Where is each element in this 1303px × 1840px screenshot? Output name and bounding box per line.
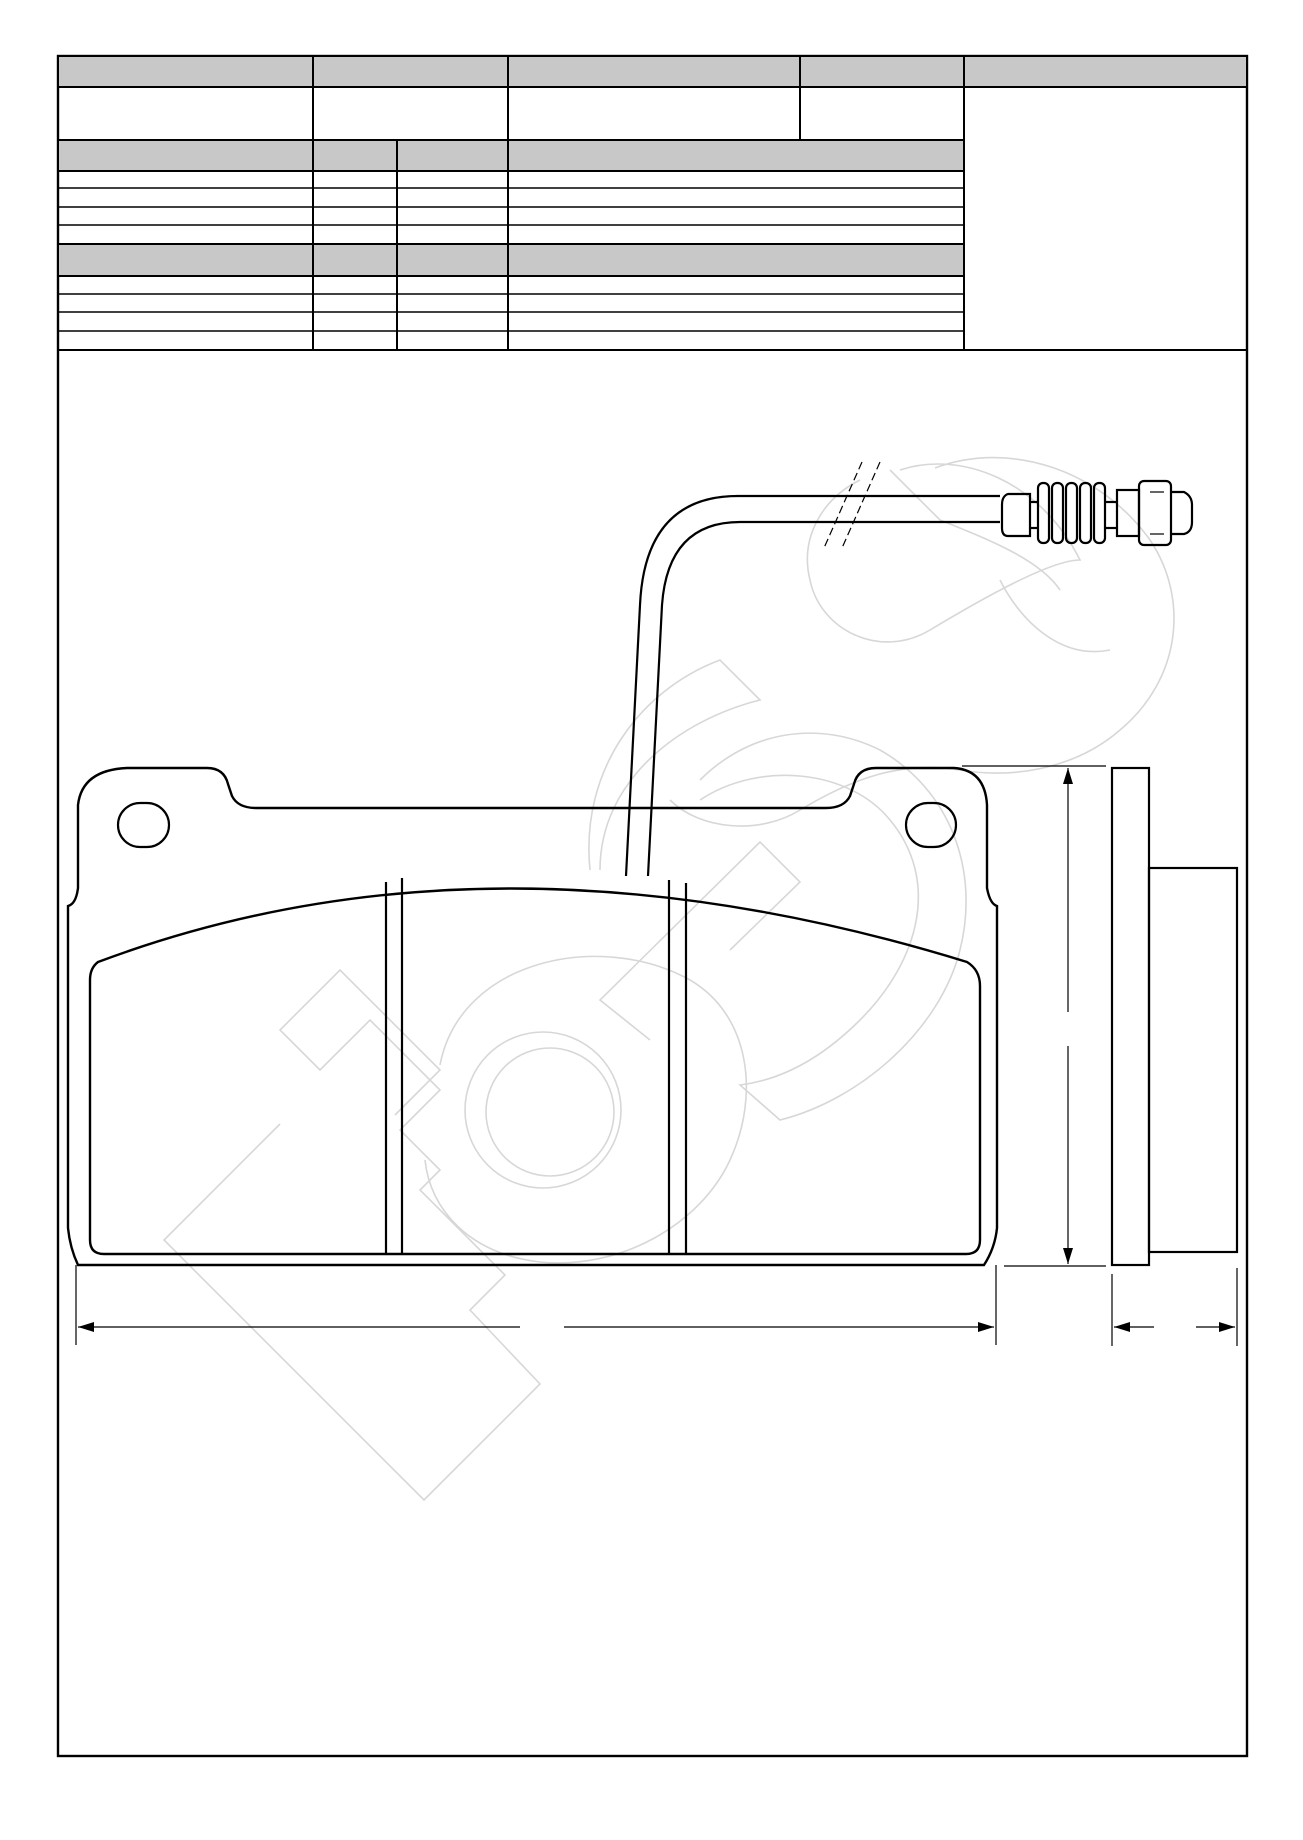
sheet-border (56, 54, 1249, 1758)
wear-sensor (624, 461, 1194, 877)
side-backing-plate (1110, 766, 1151, 1267)
top-header-row (59, 57, 1246, 87)
wear-slots (384, 878, 688, 1254)
sensor-connector (1000, 479, 1194, 547)
friction-material-outline (88, 887, 982, 1256)
section-b-header-row (59, 244, 964, 276)
brake-pad-front-view (66, 766, 999, 1267)
wire-break-mark (823, 461, 881, 549)
brake-pad-side-view (1110, 766, 1239, 1267)
dimension-lines (75, 765, 1238, 1346)
section-a-header-row (59, 140, 964, 171)
mounting-hole-left (116, 801, 171, 849)
header-table (58, 56, 1247, 351)
sensor-wire (624, 494, 1000, 877)
side-friction-block (1147, 866, 1239, 1254)
mounting-hole-right (904, 801, 958, 849)
watermark-logo (162, 456, 1175, 1502)
backing-plate-outline (66, 766, 999, 1267)
